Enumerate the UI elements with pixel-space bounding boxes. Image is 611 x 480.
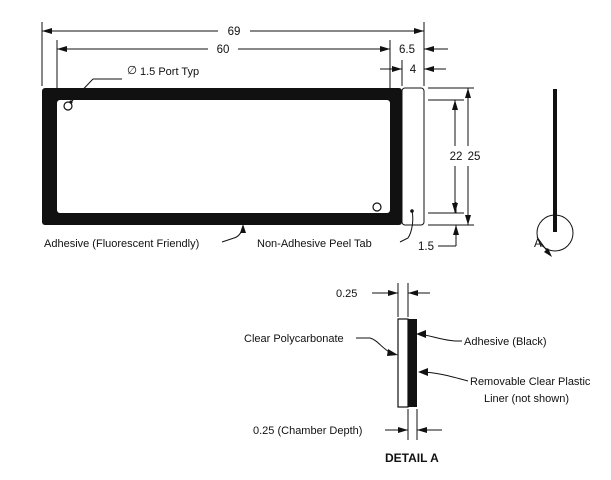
detail-a-view: 0.25 0.25 (Chamber Depth) Clear Polycarb… — [244, 283, 591, 465]
adhesive-layer — [408, 319, 417, 407]
dimension-60-label: 60 — [217, 44, 230, 56]
dimension-1-5-label: 1.5 — [418, 241, 434, 253]
diameter-symbol: ∅ — [127, 65, 137, 77]
port-left — [63, 101, 73, 111]
peel-tab-callout: Non-Adhesive Peel Tab — [257, 209, 414, 250]
adhesive-callout-label: Adhesive (Fluorescent Friendly) — [44, 238, 199, 250]
side-view: A — [534, 89, 574, 257]
dimension-inner-height: 22 — [428, 99, 464, 214]
front-view — [42, 87, 425, 226]
dimension-tab-offset: 6.5 — [399, 44, 448, 56]
layer-thickness-label: 0.25 — [336, 288, 357, 300]
chamber-window — [57, 100, 390, 213]
dimension-22-label: 22 — [450, 151, 463, 163]
liner-label-line1: Removable Clear Plastic — [470, 376, 591, 388]
liner-label-line2: Liner (not shown) — [484, 393, 569, 405]
dimension-69-label: 69 — [228, 26, 241, 38]
peel-tab-callout-label: Non-Adhesive Peel Tab — [257, 238, 372, 250]
detail-a-circle — [536, 214, 574, 252]
chamber-depth-label: 0.25 (Chamber Depth) — [253, 425, 362, 437]
port-callout-label: 1.5 Port Typ — [140, 66, 199, 78]
polycarbonate-layer — [397, 318, 409, 408]
dimension-4-label: 4 — [410, 64, 417, 76]
peel-tab — [401, 87, 425, 226]
port-right — [372, 202, 382, 212]
port-callout: ∅ 1.5 Port Typ — [69, 65, 199, 104]
side-view-profile — [553, 89, 557, 232]
dimension-25-label: 25 — [468, 151, 481, 163]
clear-polycarbonate-label: Clear Polycarbonate — [244, 333, 344, 345]
dimension-overall-length: 69 — [41, 22, 425, 86]
detail-a-marker: A — [534, 238, 542, 250]
dimension-overall-height: 25 — [428, 87, 481, 226]
dimension-tab-width: 4 — [380, 60, 446, 86]
detail-a-title: DETAIL A — [385, 451, 439, 465]
dimension-tab-margin: 1.5 — [418, 202, 462, 253]
adhesive-callout: Adhesive (Fluorescent Friendly) — [44, 224, 246, 250]
dimension-6-5-label: 6.5 — [399, 44, 415, 56]
adhesive-black-label: Adhesive (Black) — [464, 336, 547, 348]
